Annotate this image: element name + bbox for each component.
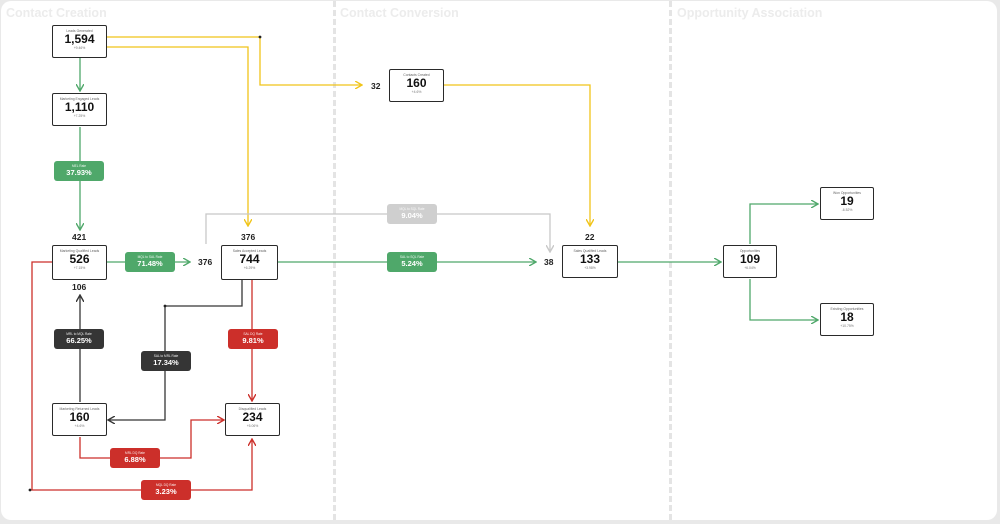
section-title-contact-creation: Contact Creation bbox=[6, 6, 107, 20]
node-label: Won Opportunities bbox=[832, 191, 862, 195]
rate-value: 9.81% bbox=[242, 336, 264, 345]
node-change: +3.98% bbox=[584, 266, 596, 270]
node-contacts-created[interactable]: Contacts Created 160 +4.6% bbox=[389, 69, 444, 102]
node-label: Existing Opportunities bbox=[830, 307, 864, 311]
rate-pill-mql-to-sql[interactable]: MQL to SQL Rate 9.04% bbox=[387, 204, 437, 224]
count-mql-in: 421 bbox=[72, 232, 87, 242]
node-label: Contacts Created bbox=[403, 73, 430, 77]
node-label: Sales Qualified Leads bbox=[573, 249, 607, 253]
rate-value: 3.23% bbox=[155, 487, 177, 496]
count-contacts-in: 32 bbox=[371, 81, 381, 91]
rate-label: MQL DQ Rate bbox=[155, 483, 177, 487]
rate-label: SAL to MRL Rate bbox=[153, 354, 179, 358]
rate-pill-mel[interactable]: MEL Rate 37.93% bbox=[54, 161, 104, 181]
node-label: Marketing Qualified Leads bbox=[59, 249, 100, 253]
green-connectors bbox=[80, 58, 817, 320]
rate-pill-mql-to-sal[interactable]: MQL to SAL Rate 71.48% bbox=[125, 252, 175, 272]
node-change: +9.46% bbox=[73, 46, 86, 50]
node-change: +7.25% bbox=[73, 114, 86, 118]
rate-value: 9.04% bbox=[401, 211, 423, 220]
count-sql-in-left: 38 bbox=[544, 257, 554, 267]
rate-value: 37.93% bbox=[66, 168, 92, 177]
node-label: Marketing Returned Leads bbox=[59, 407, 100, 411]
node-label: Marketing Engaged Leads bbox=[59, 97, 100, 101]
rate-pill-sal-to-mrl[interactable]: SAL to MRL Rate 17.34% bbox=[141, 351, 191, 371]
node-marketing-engaged-leads[interactable]: Marketing Engaged Leads 1,110 +7.25% bbox=[52, 93, 107, 126]
rate-pill-mrl-dq[interactable]: MRL DQ Rate 6.88% bbox=[110, 448, 160, 468]
node-disqualified-leads[interactable]: Disqualified Leads 234 +5.06% bbox=[225, 403, 280, 436]
rate-label: MRL DQ Rate bbox=[125, 451, 145, 455]
node-value: 526 bbox=[69, 252, 90, 266]
node-label: Sales Accepted Leads bbox=[232, 249, 267, 253]
node-change: +10.75% bbox=[840, 324, 854, 328]
count-mql-out: 106 bbox=[72, 282, 87, 292]
rate-label: MEL Rate bbox=[71, 164, 87, 168]
dark-connectors bbox=[80, 280, 243, 420]
rate-pill-sal-to-sql[interactable]: SAL to SQL Rate 5.24% bbox=[387, 252, 437, 272]
grey-connector bbox=[205, 213, 550, 251]
count-sal-in-left: 376 bbox=[198, 257, 213, 267]
node-change: +6.29% bbox=[243, 266, 256, 270]
rate-value: 66.25% bbox=[66, 336, 92, 345]
rate-value: 6.88% bbox=[124, 455, 146, 464]
count-sal-in-top: 376 bbox=[241, 232, 256, 242]
node-value: 234 bbox=[242, 410, 263, 424]
node-sales-qualified-leads[interactable]: Sales Qualified Leads 133 +3.98% bbox=[562, 245, 618, 278]
section-title-opportunity-association: Opportunity Association bbox=[677, 6, 823, 20]
section-divider bbox=[669, 1, 672, 520]
section-title-contact-conversion: Contact Conversion bbox=[340, 6, 459, 20]
rate-label: MQL to SAL Rate bbox=[137, 255, 163, 259]
node-marketing-qualified-leads[interactable]: Marketing Qualified Leads 526 +7.15% bbox=[52, 245, 107, 280]
node-change: +7.15% bbox=[73, 266, 86, 270]
node-change: +5.06% bbox=[246, 424, 259, 428]
rate-pill-sal-dq[interactable]: SAL DQ Rate 9.81% bbox=[228, 329, 278, 349]
node-sales-accepted-leads[interactable]: Sales Accepted Leads 744 +6.29% bbox=[221, 245, 278, 280]
node-label: Opportunities bbox=[739, 249, 761, 253]
node-change: +6.04% bbox=[744, 266, 756, 270]
node-value: 18 bbox=[840, 310, 854, 324]
rate-label: MRL to MQL Rate bbox=[66, 332, 92, 336]
node-leads-generated[interactable]: Leads Generated 1,594 +9.46% bbox=[52, 25, 107, 58]
node-marketing-returned-leads[interactable]: Marketing Returned Leads 160 +4.6% bbox=[52, 403, 107, 436]
node-value: 109 bbox=[739, 252, 761, 266]
rate-pill-mql-dq[interactable]: MQL DQ Rate 3.23% bbox=[141, 480, 191, 500]
rate-pill-mrl-to-mql[interactable]: MRL to MQL Rate 66.25% bbox=[54, 329, 104, 349]
node-value: 19 bbox=[840, 194, 854, 208]
node-value: 133 bbox=[579, 252, 601, 266]
rate-value: 5.24% bbox=[401, 259, 423, 268]
node-value: 160 bbox=[69, 410, 90, 424]
node-won-opportunities[interactable]: Won Opportunities 19 -6.52% bbox=[820, 187, 874, 220]
rate-label: SAL DQ Rate bbox=[243, 332, 263, 336]
node-change: -6.52% bbox=[841, 208, 853, 212]
count-sql-in-top: 22 bbox=[585, 232, 595, 242]
node-value: 1,110 bbox=[64, 100, 95, 114]
rate-label: SAL to SQL Rate bbox=[399, 255, 425, 259]
rate-value: 71.48% bbox=[137, 259, 163, 268]
node-change: +4.6% bbox=[74, 424, 85, 428]
node-value: 1,594 bbox=[64, 32, 95, 46]
section-divider bbox=[333, 1, 336, 520]
node-value: 744 bbox=[239, 252, 260, 266]
node-label: Disqualified Leads bbox=[238, 407, 267, 411]
node-label: Leads Generated bbox=[66, 29, 93, 33]
node-opportunities[interactable]: Opportunities 109 +6.04% bbox=[723, 245, 777, 278]
yellow-connectors bbox=[107, 35, 590, 225]
node-change: +4.6% bbox=[411, 90, 422, 94]
node-existing-opportunities[interactable]: Existing Opportunities 18 +10.75% bbox=[820, 303, 874, 336]
rate-value: 17.34% bbox=[153, 358, 179, 367]
node-value: 160 bbox=[406, 76, 427, 90]
rate-label: MQL to SQL Rate bbox=[399, 207, 425, 211]
